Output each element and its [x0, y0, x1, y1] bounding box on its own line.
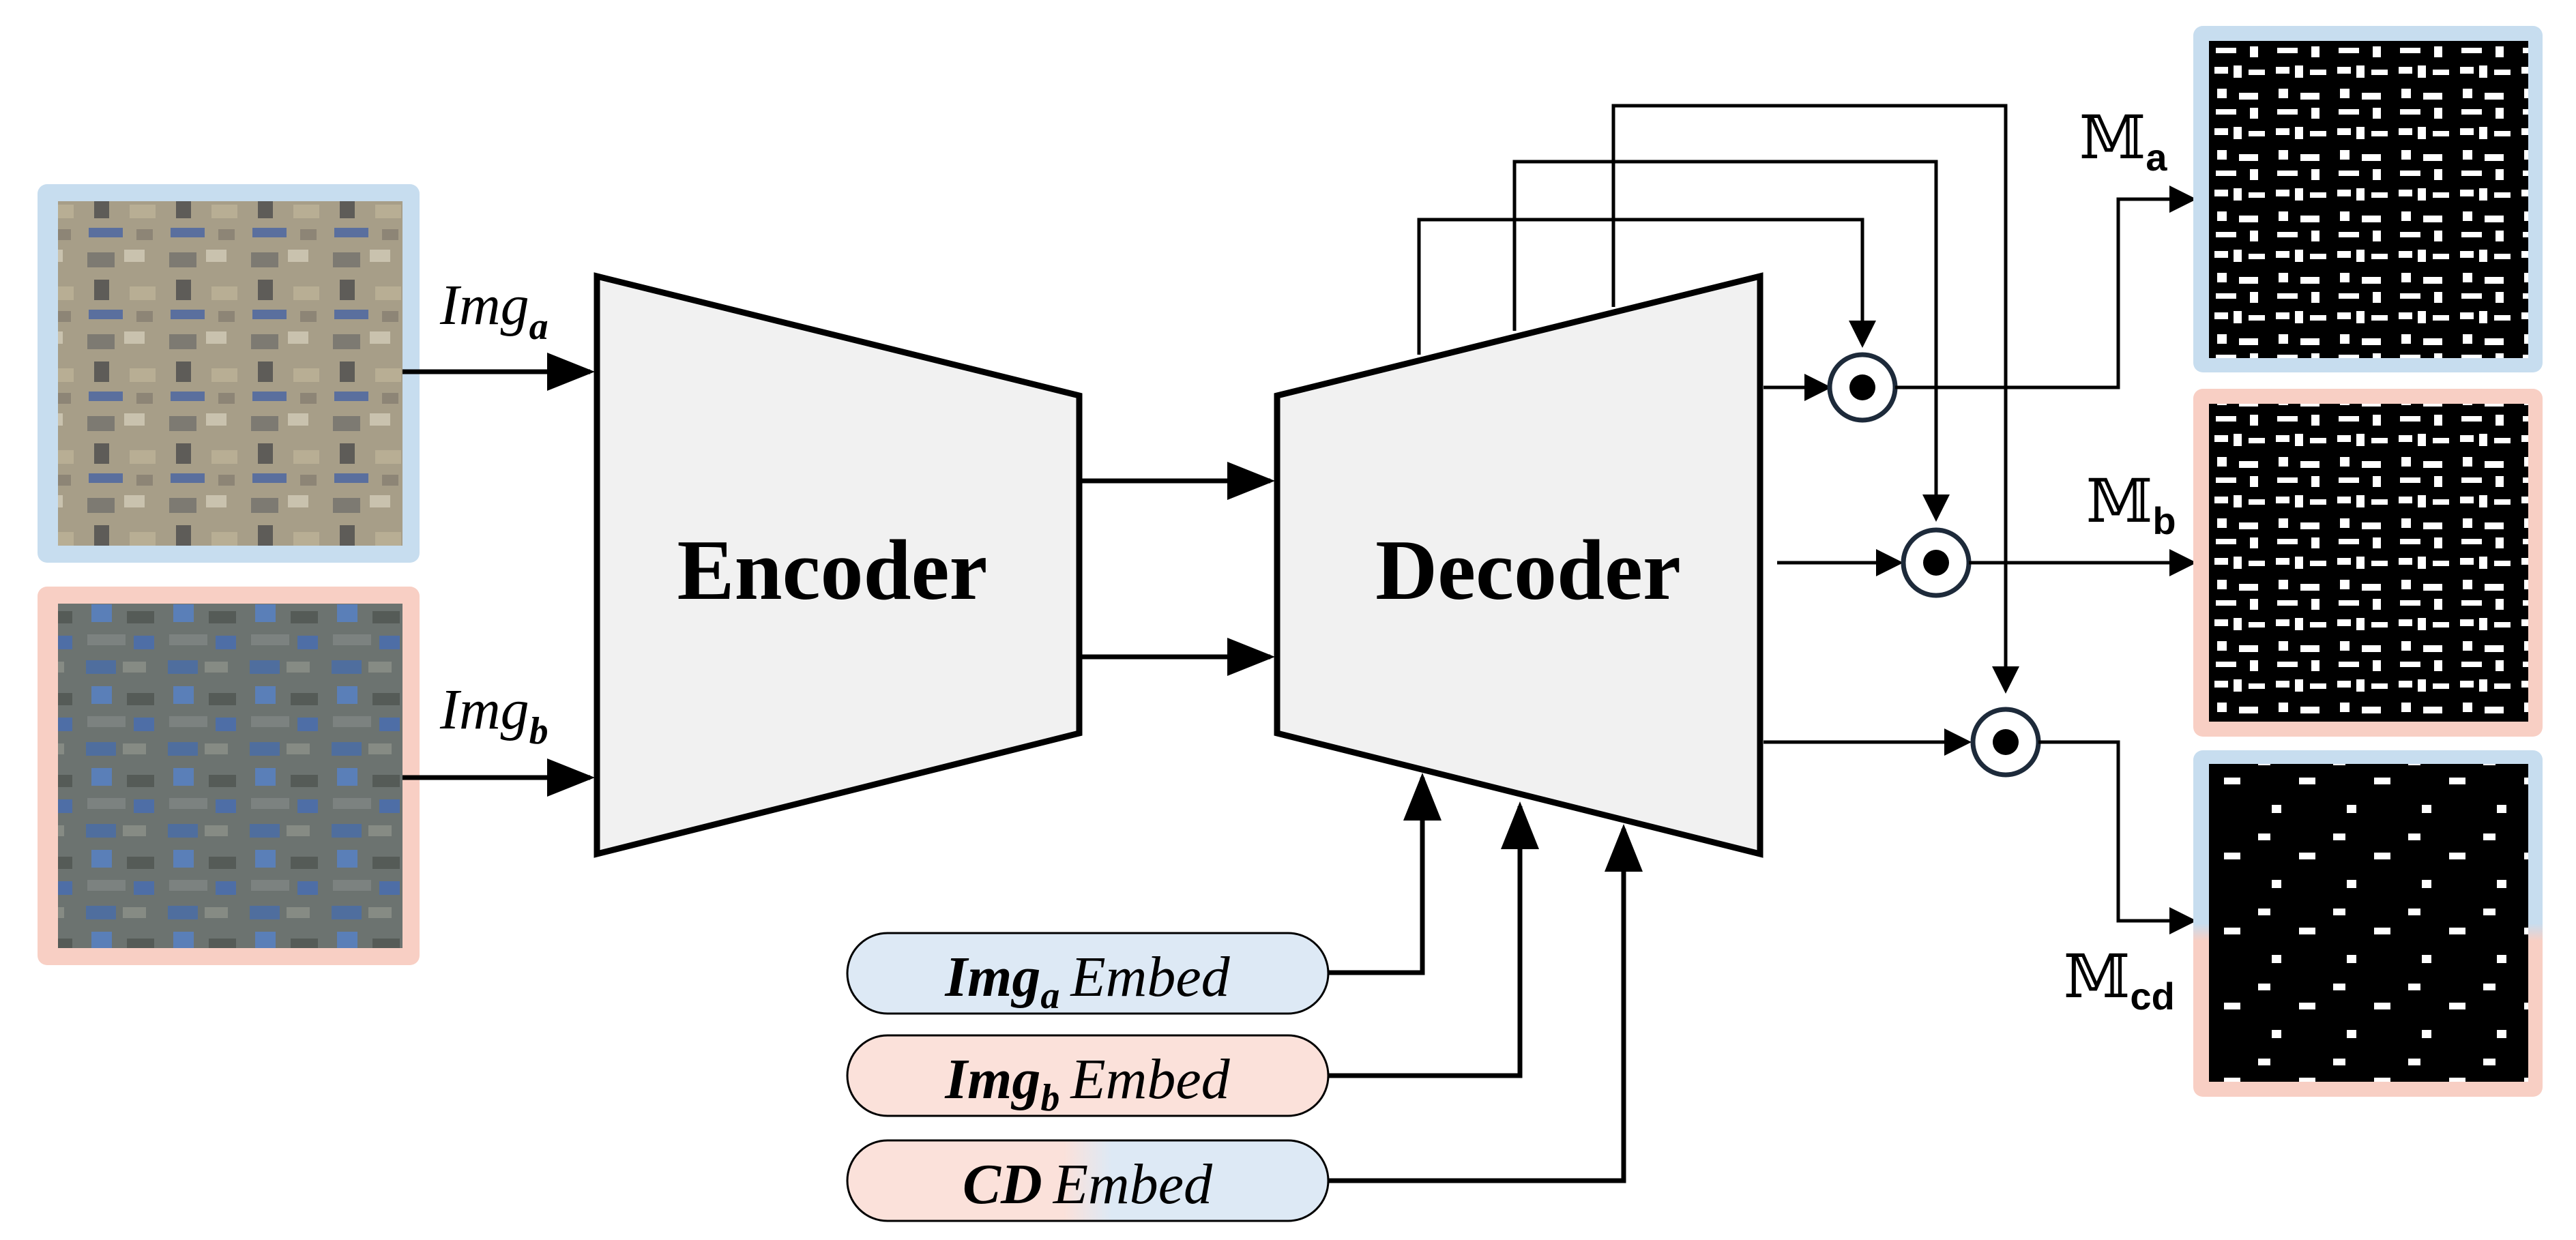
input-label-a-base: Img: [439, 274, 529, 337]
embed-label-b: Imgb Embed: [944, 1048, 1230, 1119]
encoder-label: Encoder: [677, 523, 988, 618]
dot-product-a: [1827, 352, 1898, 423]
skip-connections: [1417, 104, 2019, 694]
embed-label-a-strong: Img: [944, 945, 1040, 1009]
output-mask-cd: [2193, 750, 2543, 1097]
output-label-cd: 𝕄cd: [2064, 941, 2175, 1018]
output-label-a: 𝕄a: [2079, 102, 2167, 179]
embed-label-a-rest: Embed: [1070, 945, 1230, 1009]
dot-product-b: [1901, 527, 1972, 598]
embed-pill-a: Imga Embed: [846, 932, 1330, 1017]
output-label-cd-sub: cd: [2130, 975, 2174, 1018]
encoder-block: Encoder: [594, 272, 1083, 858]
decoder-block: Decoder: [1274, 272, 1763, 858]
output-connections: [1895, 186, 2197, 934]
input-label-a: Imga: [439, 274, 548, 348]
embed-label-b-strong: Img: [944, 1048, 1040, 1111]
embed-label-cd-rest: Embed: [1053, 1153, 1213, 1216]
input-label-a-sub: a: [529, 306, 548, 348]
input-label-b-sub: b: [529, 710, 548, 752]
embed-label-b-sub: b: [1040, 1077, 1059, 1119]
output-label-b-symbol: 𝕄: [2086, 466, 2152, 536]
input-label-b-base: Img: [439, 678, 529, 741]
output-label-b-sub: b: [2152, 499, 2176, 542]
output-mask-a: [2193, 26, 2543, 372]
input-label-b: Imgb: [439, 678, 548, 752]
input-image-b: [38, 587, 420, 965]
embed-label-a: Imga Embed: [944, 945, 1230, 1017]
output-mask-b: [2193, 389, 2543, 737]
embed-label-b-rest: Embed: [1070, 1048, 1230, 1111]
embed-label-a-sub: a: [1040, 975, 1059, 1017]
decoder-label: Decoder: [1375, 523, 1681, 618]
output-label-a-symbol: 𝕄: [2079, 102, 2146, 173]
output-label-a-sub: a: [2146, 136, 2167, 179]
embed-label-cd-strong: CD: [963, 1153, 1042, 1216]
input-image-a: [38, 184, 420, 563]
output-label-b: 𝕄b: [2086, 466, 2176, 542]
output-label-cd-symbol: 𝕄: [2064, 941, 2130, 1012]
embed-connections: [1328, 773, 1643, 1183]
dot-product-cd: [1970, 707, 2041, 778]
embed-pill-b: Imgb Embed: [846, 1034, 1330, 1119]
